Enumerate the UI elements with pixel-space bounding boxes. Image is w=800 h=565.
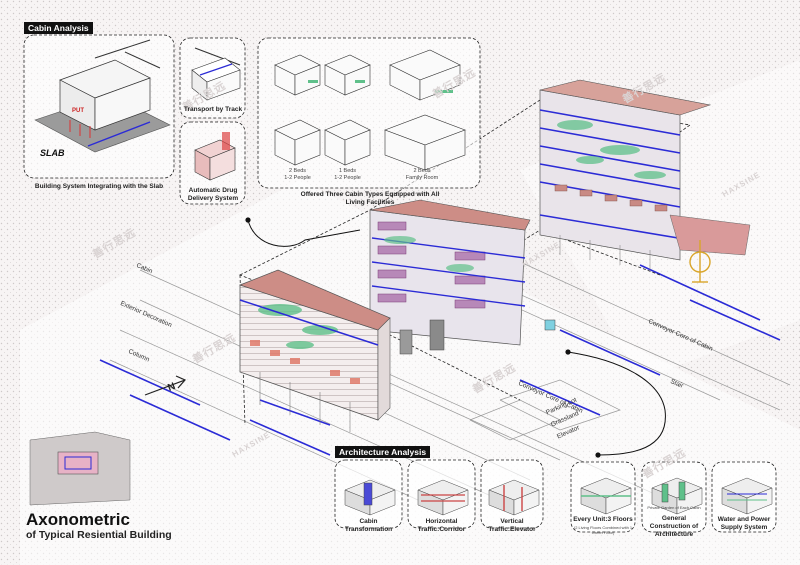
building-middle [369,199,556,355]
cabin-type-beds: 2 Beds [413,168,431,174]
drug-drawing [194,132,236,181]
arch-caption: Cabin Transformation [344,518,393,533]
unit-note: Private Garden of Each Cabin [647,505,701,510]
transport-drawing [191,47,241,101]
leader-dot [595,452,601,458]
north-arrow-icon [144,375,186,396]
arch-caption: Horizontal Traffic:Corridor [417,518,466,533]
transport-caption: Transport by Track [183,106,243,113]
cabin-type-beds: 2 Beds [288,168,307,174]
unit-note: (2 Living Floors Combined with 1 Green F… [573,525,633,535]
drug-caption: Automatic Drug Delivery System [187,187,239,202]
slab-label: SLAB [40,148,65,158]
unit-caption: Every Unit:3 Floors [573,516,633,523]
leader-dot [565,349,571,355]
slab-caption: Building System Integrating with the Sla… [34,183,164,190]
cabin-types-caption: Offered Three Cabin Types Equipped with … [300,191,440,206]
arch-caption: Vertical Traffic:Elevator [488,518,536,533]
building-right [539,79,751,283]
architecture-analysis-header: Architecture Analysis [335,446,431,458]
leader-dot [245,217,251,223]
page-title: Axonometric [26,510,130,529]
cabin-type-beds: 1 Beds [338,168,357,174]
leader-lines [247,219,666,456]
cabin-type-people: Family Room [405,175,439,181]
building-left [238,269,391,432]
mini-axonometrics [344,477,773,516]
cabin-analysis-header: Cabin Analysis [24,22,93,34]
put-label: PUT [72,108,84,114]
unit-caption: General Construction of Architecture [649,515,699,538]
page-subtitle: of Typical Resiential Building [26,529,172,541]
cabin-type-people: 1-2 People [334,175,361,181]
unit-caption: Water and Power Supply System [717,516,771,531]
cabin-types-drawing [274,49,466,171]
site-plan-thumbnail [29,431,131,506]
slab-drawing [34,39,171,153]
cabin-type-people: 1-2 People [284,175,311,181]
